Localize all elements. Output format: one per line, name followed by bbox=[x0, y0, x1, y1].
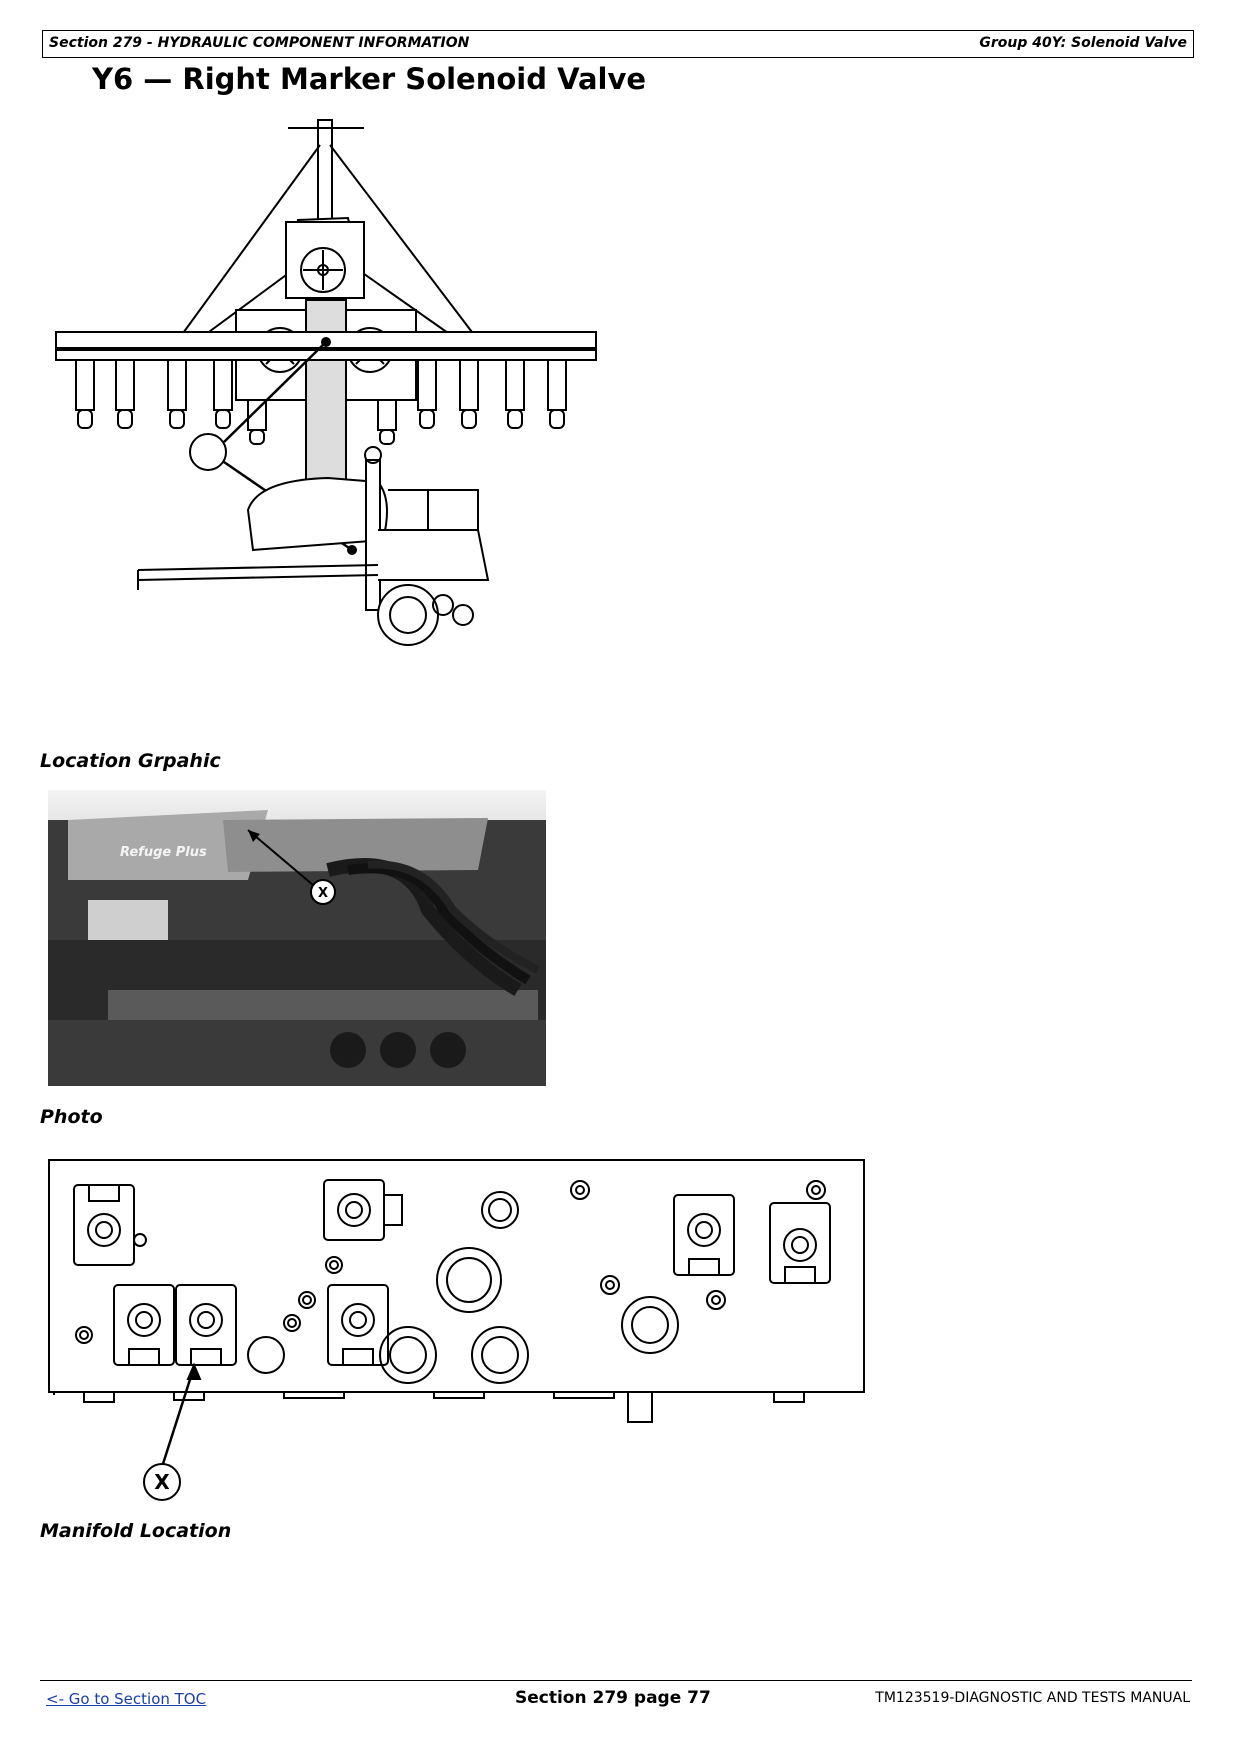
page-number: Section 279 page 77 bbox=[515, 1688, 711, 1708]
manual-id: TM123519-DIAGNOSTIC AND TESTS MANUAL bbox=[875, 1690, 1190, 1706]
group-label: Group 40Y: Solenoid Valve bbox=[979, 35, 1187, 51]
section-toc-link[interactable]: <- Go to Section TOC bbox=[46, 1690, 207, 1708]
section-label: Section 279 - HYDRAULIC COMPONENT INFORM… bbox=[49, 35, 470, 51]
photo-logo-text: Refuge Plus bbox=[120, 845, 207, 860]
footer-rule bbox=[40, 1680, 1192, 1681]
manifold-diagram: X bbox=[48, 1159, 865, 1501]
photo: Refuge Plus X bbox=[48, 790, 546, 1086]
photo-caption: Photo bbox=[40, 1106, 103, 1128]
location-caption: Location Grpahic bbox=[40, 750, 221, 772]
manifold-caption: Manifold Location bbox=[40, 1520, 232, 1542]
manifold-callout-label: X bbox=[154, 1470, 170, 1494]
page-title: Y6 — Right Marker Solenoid Valve bbox=[92, 62, 647, 96]
location-graphic bbox=[55, 119, 597, 646]
photo-callout-label: X bbox=[318, 886, 328, 901]
page-header: Section 279 - HYDRAULIC COMPONENT INFORM… bbox=[42, 30, 1194, 58]
